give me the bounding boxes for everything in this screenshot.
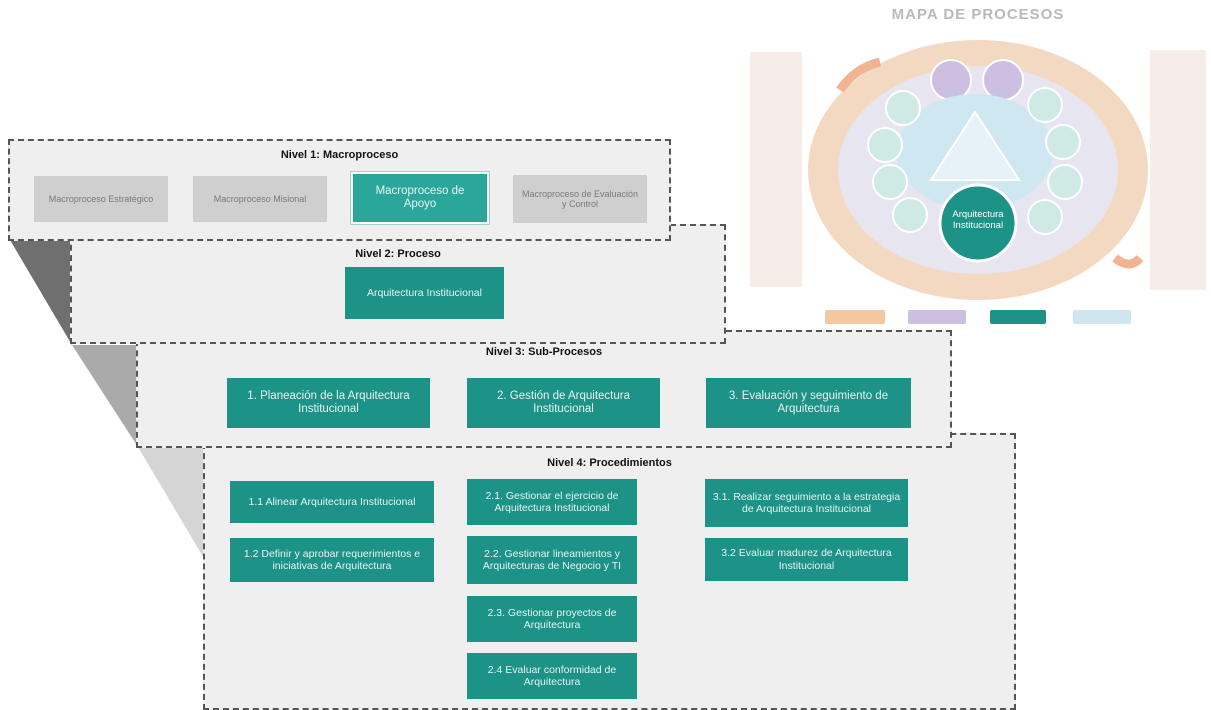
legend-purple — [908, 310, 966, 324]
process-map: MAPA DE PROCESOS Arquitectura Institucio… — [745, 0, 1211, 330]
process-box[interactable]: Arquitectura Institucional — [345, 267, 504, 319]
subprocess-3[interactable]: 3. Evaluación y seguimiento de Arquitect… — [706, 378, 911, 428]
subprocess-2[interactable]: 2. Gestión de Arquitectura Institucional — [467, 378, 660, 428]
procedure-2-1[interactable]: 2.1. Gestionar el ejercicio de Arquitect… — [467, 479, 637, 525]
legend-orange — [825, 310, 885, 324]
level2-panel: Nivel 2: Proceso Arquitectura Institucio… — [70, 224, 726, 344]
level1-title: Nivel 1: Macroproceso — [280, 149, 399, 161]
level1-panel: Nivel 1: Macroproceso Macroproceso Estra… — [8, 139, 671, 241]
map-graphic — [750, 40, 1206, 300]
procedure-2-3[interactable]: 2.3. Gestionar proyectos de Arquitectura — [467, 596, 637, 642]
level2-title: Nivel 2: Proceso — [355, 248, 441, 260]
map-title: MAPA DE PROCESOS — [891, 6, 1065, 23]
procedure-3-2[interactable]: 3.2 Evaluar madurez de Arquitectura Inst… — [705, 538, 908, 581]
map-highlight-label: Arquitectura Institucional — [952, 209, 1004, 231]
level3-title: Nivel 3: Sub-Procesos — [485, 346, 603, 358]
macroprocess-evaluation[interactable]: Macroproceso de Evaluación y Control — [513, 175, 647, 223]
procedure-1-2[interactable]: 1.2 Definir y aprobar requerimientos e i… — [230, 538, 434, 582]
level4-title: Nivel 4: Procedimientos — [547, 457, 672, 469]
procedure-3-1[interactable]: 3.1. Realizar seguimiento a la estrategi… — [705, 479, 908, 527]
procedure-2-4[interactable]: 2.4 Evaluar conformidad de Arquitectura — [467, 653, 637, 699]
legend-teal — [990, 310, 1046, 324]
legend-blue — [1073, 310, 1131, 324]
macroprocess-strategic[interactable]: Macroproceso Estratégico — [34, 176, 168, 222]
subprocess-1[interactable]: 1. Planeación de la Arquitectura Institu… — [227, 378, 430, 428]
macroprocess-support[interactable]: Macroproceso de Apoyo — [351, 172, 489, 224]
procedure-2-2[interactable]: 2.2. Gestionar lineamientos y Arquitectu… — [467, 536, 637, 584]
procedure-1-1[interactable]: 1.1 Alinear Arquitectura Institucional — [230, 481, 434, 523]
level3-panel: Nivel 3: Sub-Procesos 1. Planeación de l… — [136, 330, 952, 448]
macroprocess-misional[interactable]: Macroproceso Misional — [193, 176, 327, 222]
level4-panel: Nivel 4: Procedimientos 1.1 Alinear Arqu… — [203, 433, 1016, 710]
